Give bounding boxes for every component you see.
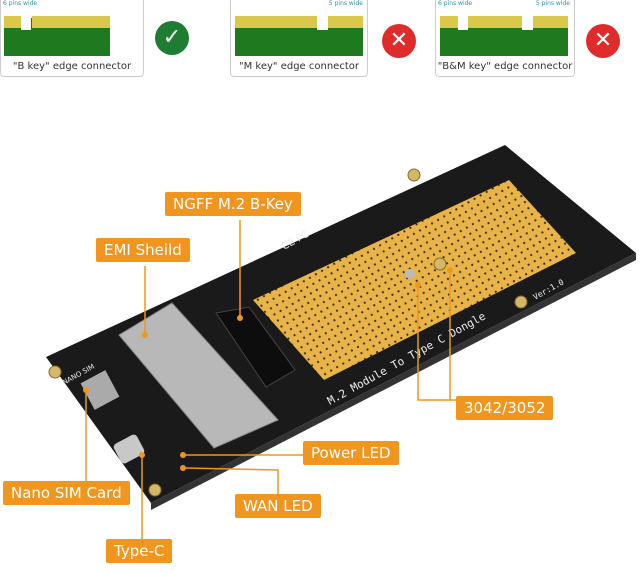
- b-key-connector-graphic: [4, 16, 110, 56]
- x-icon: ✕: [382, 24, 416, 58]
- callout-lines: [85, 220, 506, 539]
- m-key-connector-graphic: [235, 16, 363, 56]
- prototype-area: [253, 180, 576, 380]
- b-key-card: 6 pins wide "B key" edge connector: [0, 0, 144, 77]
- callout-wan-led: WAN LED: [235, 494, 321, 518]
- callout-size: 3042/3052: [456, 396, 554, 420]
- callout-power-led: Power LED: [303, 441, 399, 465]
- pins-left-label: 6 pins wide: [3, 0, 38, 7]
- connector-caption: "M key" edge connector: [239, 61, 359, 72]
- connector-caption: "B key" edge connector: [12, 61, 132, 72]
- pins-left-label: 6 pins wide: [438, 0, 473, 7]
- connector-caption: "B&M key" edge connector: [437, 61, 573, 72]
- standoff: [405, 269, 415, 279]
- m-key-card: 5 pins wide "M key" edge connector: [230, 0, 368, 77]
- bm-key-card: 6 pins wide 5 pins wide "B&M key" edge c…: [435, 0, 575, 77]
- emi-shield: [118, 302, 279, 449]
- bm-key-connector-graphic: [440, 16, 568, 56]
- pins-right-label: 5 pins wide: [328, 0, 363, 7]
- x-icon: ✕: [586, 24, 620, 58]
- m2-slot: [215, 306, 296, 388]
- check-icon: ✓: [155, 21, 189, 55]
- callout-nano-sim: Nano SIM Card: [3, 481, 130, 505]
- pins-right-label: 5 pins wide: [535, 0, 570, 7]
- callout-ngff-b-key: NGFF M.2 B-Key: [165, 192, 301, 216]
- type-c-port: [113, 434, 145, 464]
- sim-slot: [80, 370, 120, 410]
- callout-emi-shield: EMI Sheild: [96, 238, 190, 262]
- callout-type-c: Type-C: [106, 539, 173, 563]
